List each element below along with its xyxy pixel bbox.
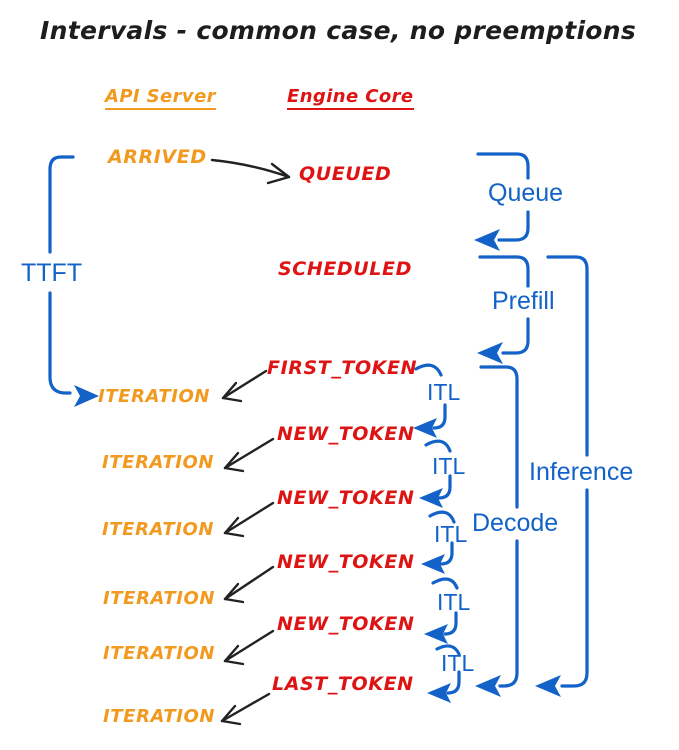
- event-iteration-6: ITERATION: [103, 706, 216, 727]
- queue-arrowhead: [474, 229, 500, 251]
- arrow-arrived-queued: [210, 158, 291, 185]
- itl-hook-2: [419, 439, 452, 508]
- ttft-bracket: [48, 155, 99, 407]
- interval-itl-label-3: ITL: [434, 521, 468, 547]
- event-iteration-2: ITERATION: [102, 452, 215, 473]
- event-scheduled: SCHEDULED: [278, 258, 412, 280]
- arrow-lasttoken-iteration: [220, 692, 271, 726]
- event-new-token-4: NEW_TOKEN: [277, 613, 415, 635]
- itl-hook-3: [421, 510, 456, 574]
- event-iteration-3: ITERATION: [102, 519, 215, 540]
- api-server-header: API Server: [105, 86, 216, 110]
- queue-bracket: [474, 152, 530, 251]
- itl-hook-4: [424, 577, 459, 644]
- interval-prefill-label: Prefill: [492, 287, 555, 315]
- arrow-newtoken3-iteration: [223, 565, 275, 604]
- event-new-token-3: NEW_TOKEN: [277, 551, 415, 573]
- decode-bracket: [475, 365, 519, 697]
- engine-core-header: Engine Core: [287, 86, 414, 110]
- interval-itl-label-1: ITL: [427, 379, 461, 405]
- inference-bracket: [535, 255, 589, 697]
- event-last-token: LAST_TOKEN: [272, 673, 414, 695]
- event-first-token: FIRST_TOKEN: [267, 357, 418, 379]
- interval-itl-label-2: ITL: [432, 453, 466, 479]
- ttft-arrowhead: [74, 385, 99, 407]
- event-arrived: ARRIVED: [108, 146, 207, 168]
- diagram-title: Intervals - common case, no preemptions: [40, 16, 637, 45]
- prefill-bracket: [477, 255, 530, 364]
- interval-itl-label-4: ITL: [437, 589, 471, 615]
- event-new-token-2: NEW_TOKEN: [277, 487, 415, 509]
- event-iteration-5: ITERATION: [103, 643, 216, 664]
- decode-arrowhead: [475, 675, 501, 697]
- event-iteration-4: ITERATION: [103, 588, 216, 609]
- arrow-firsttoken-iteration: [221, 369, 268, 403]
- interval-decode-label: Decode: [472, 509, 559, 537]
- inference-arrowhead: [535, 675, 561, 697]
- arrow-newtoken1-iteration: [223, 437, 275, 473]
- itl-hook-1: [413, 363, 447, 438]
- interval-ttft-label: TTFT: [21, 259, 83, 287]
- interval-inference-label: Inference: [529, 458, 634, 486]
- event-iteration-1: ITERATION: [98, 386, 211, 407]
- event-queued: QUEUED: [299, 163, 392, 185]
- prefill-arrowhead: [477, 342, 503, 364]
- event-new-token-1: NEW_TOKEN: [277, 423, 415, 445]
- interval-queue-label: Queue: [488, 179, 564, 207]
- itl-hook-5: [427, 644, 461, 703]
- arrow-newtoken4-iteration: [223, 629, 275, 666]
- interval-itl-label-5: ITL: [441, 650, 475, 676]
- arrow-newtoken2-iteration: [223, 501, 275, 538]
